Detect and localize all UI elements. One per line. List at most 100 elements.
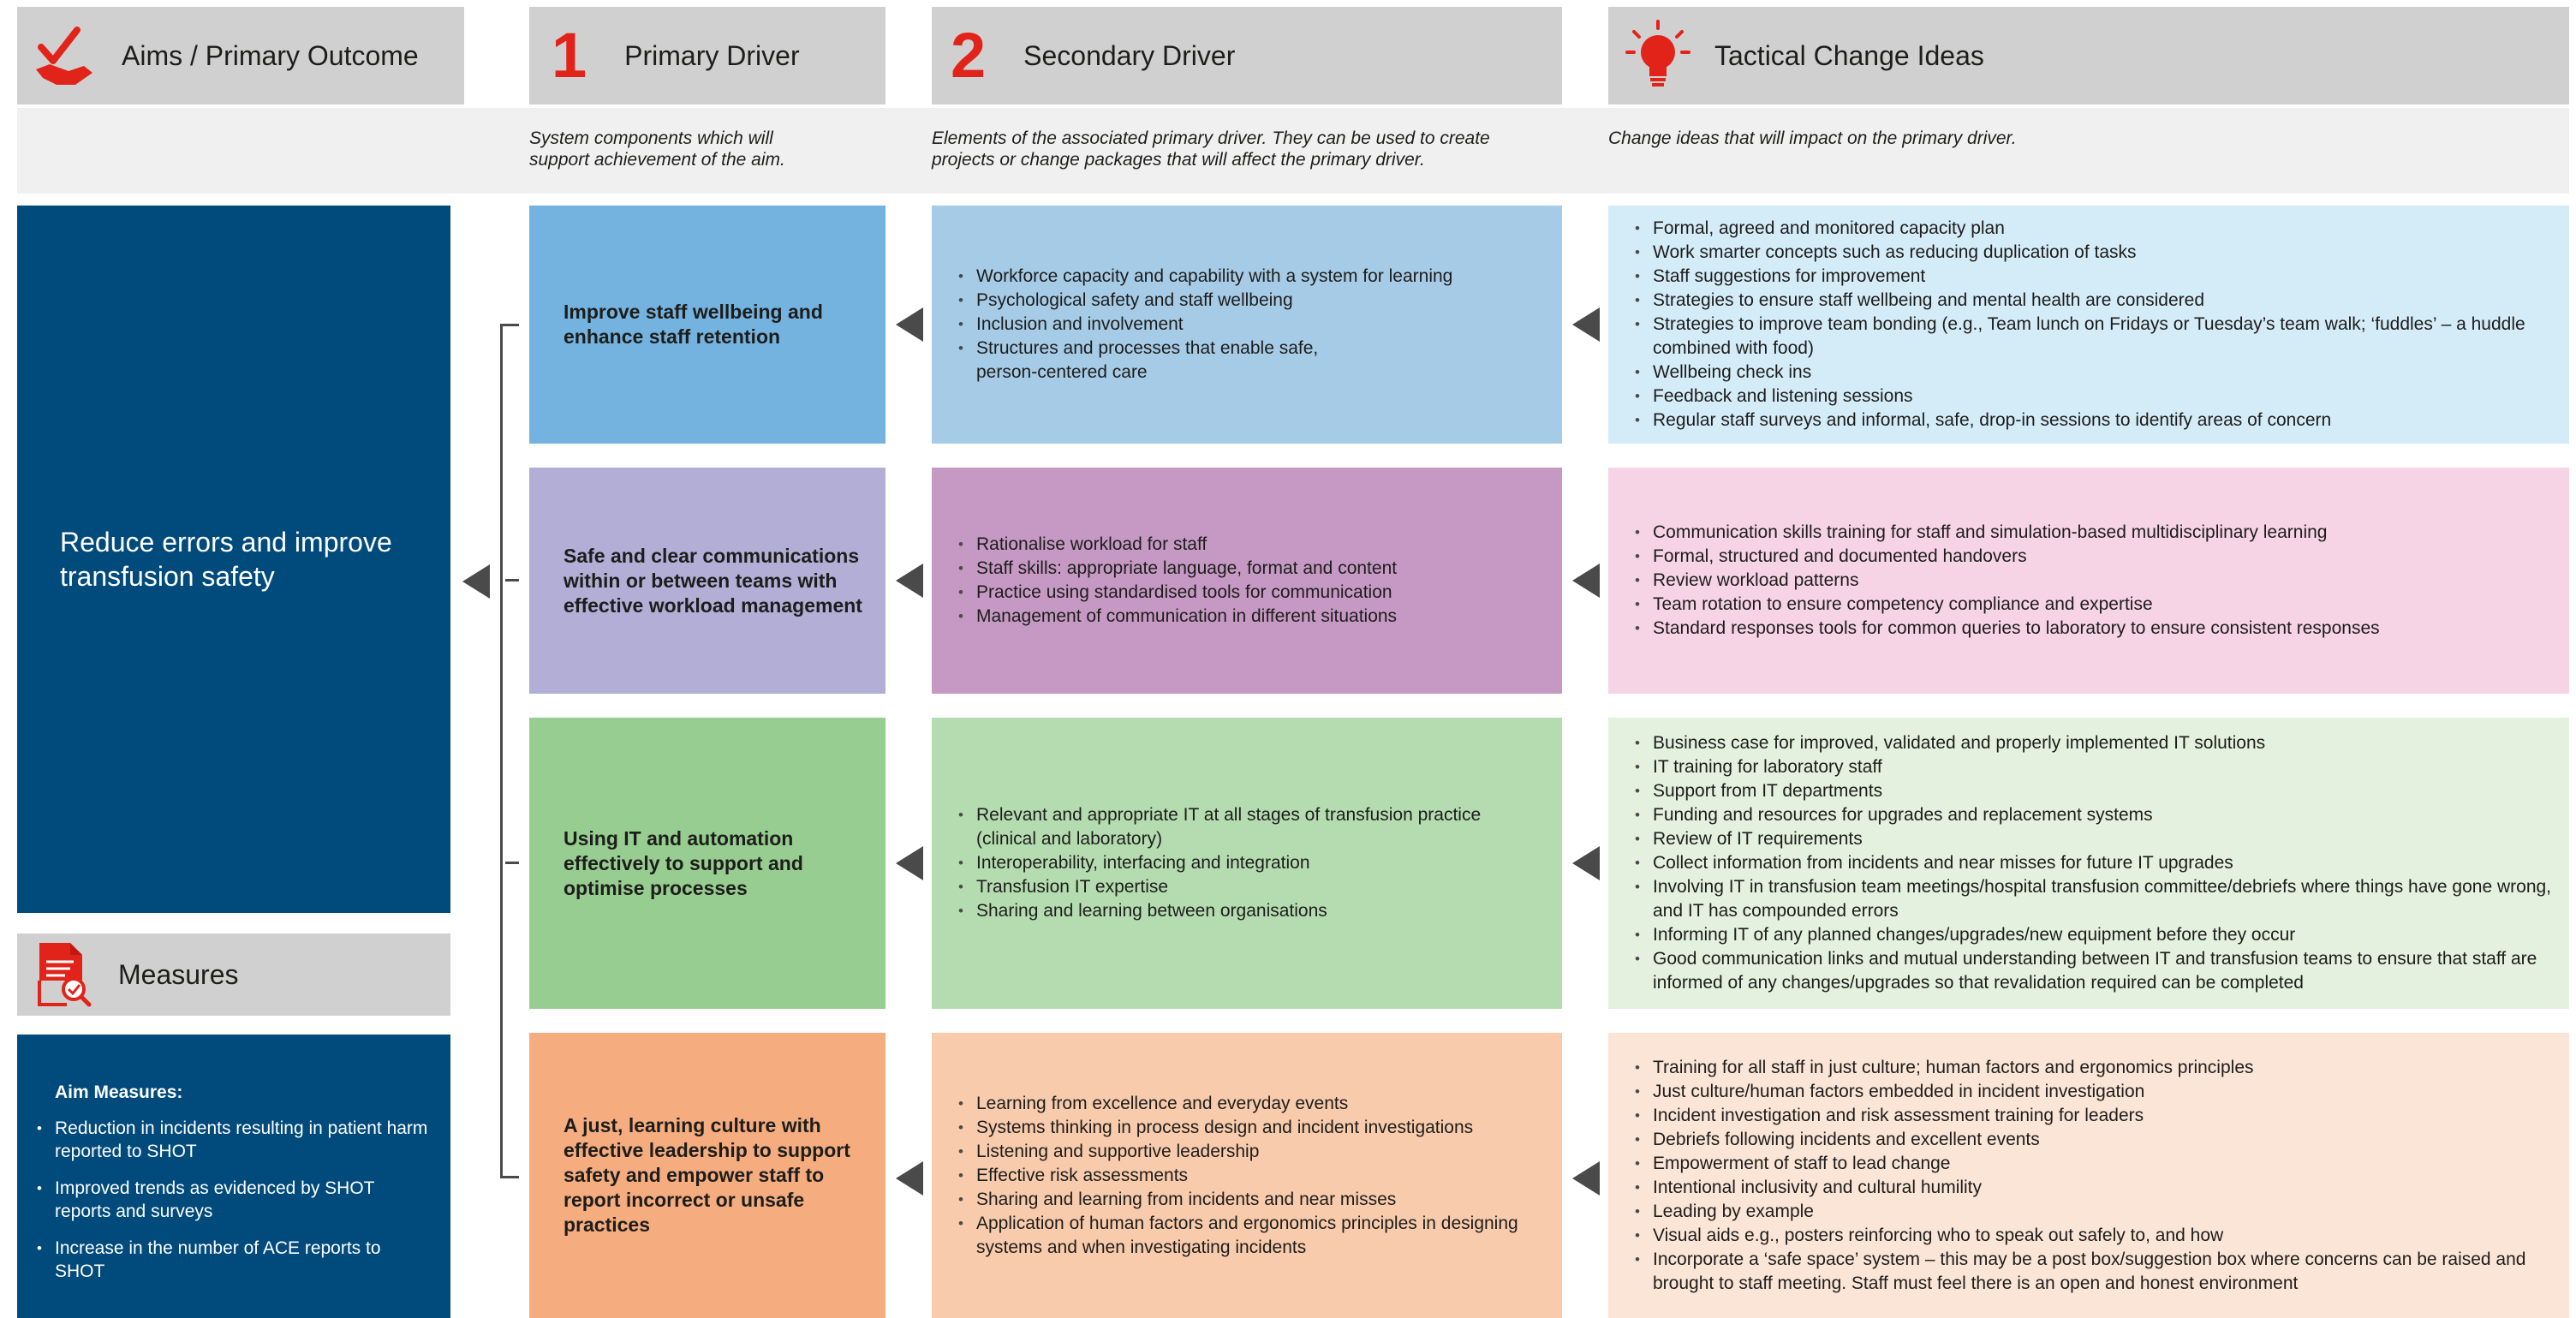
list-item: Psychological safety and staff wellbeing (957, 289, 1452, 313)
header-primary: 1 Primary Driver (529, 7, 886, 104)
measure-item: Increase in the number of ACE reports to… (36, 1237, 430, 1283)
tactical-list: Business case for improved, validated an… (1634, 731, 2552, 995)
list-item: Strategies to improve team bonding (e.g.… (1634, 313, 2552, 361)
primary-driver-3: Using IT and automation effectively to s… (529, 718, 886, 1009)
tactical-header-title: Tactical Change Ideas (1714, 39, 1984, 71)
header-aims: Aims / Primary Outcome (17, 7, 464, 104)
measures-box: Aim Measures: Reduction in incidents res… (17, 1035, 450, 1318)
tactical-ideas-2: Communication skills training for staff … (1608, 468, 2569, 694)
list-item: Incorporate a ‘safe space’ system – this… (1634, 1248, 2552, 1296)
list-item: Debriefs following incidents and excelle… (1634, 1128, 2552, 1152)
primary-driver-label: Improve staff wellbeing and enhance staf… (564, 301, 823, 348)
list-item: Informing IT of any planned changes/upgr… (1634, 923, 2552, 947)
secondary-header-title: Secondary Driver (1023, 39, 1236, 71)
list-item: Involving IT in transfusion team meeting… (1634, 875, 2552, 923)
list-item: Staff suggestions for improvement (1634, 265, 2552, 289)
arrow-left-icon (1572, 1161, 1600, 1196)
list-item: Listening and supportive leadership (957, 1140, 1536, 1164)
list-item: Formal, agreed and monitored capacity pl… (1634, 217, 2552, 241)
header-tactical: Tactical Change Ideas (1608, 7, 2569, 104)
list-item: Just culture/human factors embedded in i… (1634, 1080, 2552, 1104)
secondary-driver-1: Workforce capacity and capability with a… (932, 206, 1562, 444)
list-item: Transfusion IT expertise (957, 875, 1536, 899)
aims-header-title: Aims / Primary Outcome (122, 39, 419, 71)
list-item: Relevant and appropriate IT at all stage… (957, 803, 1536, 851)
secondary-list: Rationalise workload for staff Staff ski… (957, 533, 1397, 629)
primary-driver-label: Using IT and automation effectively to s… (564, 826, 803, 899)
bracket-mid-tick (505, 579, 519, 581)
secondary-list: Learning from excellence and everyday ev… (957, 1092, 1536, 1260)
secondary-description: Elements of the associated primary drive… (932, 128, 1490, 170)
list-item: Visual aids e.g., posters reinforcing wh… (1634, 1224, 2552, 1248)
tactical-ideas-4: Training for all staff in just culture; … (1608, 1033, 2569, 1318)
measure-item: Improved trends as evidenced by SHOT rep… (36, 1177, 430, 1223)
arrow-left-icon (1572, 846, 1600, 880)
list-item: Empowerment of staff to lead change (1634, 1152, 2552, 1176)
measures-header: Measures (17, 933, 450, 1016)
list-item: Leading by example (1634, 1200, 2552, 1224)
list-item: Structures and processes that enable saf… (957, 337, 1379, 385)
hand-check-icon (36, 27, 92, 85)
list-item: Sharing and learning from incidents and … (957, 1188, 1536, 1212)
header-secondary: 2 Secondary Driver (932, 7, 1562, 104)
secondary-list: Relevant and appropriate IT at all stage… (957, 803, 1536, 923)
aim-text: Reduce errors and improve transfusion sa… (60, 527, 392, 592)
aim-measures-list: Reduction in incidents resulting in pati… (36, 1117, 430, 1283)
aim-measures-heading: Aim Measures: (55, 1082, 183, 1102)
arrow-left-icon (1572, 307, 1600, 342)
list-item: IT training for laboratory staff (1634, 755, 2552, 779)
list-item: Intentional inclusivity and cultural hum… (1634, 1176, 2552, 1200)
list-item: Interoperability, interfacing and integr… (957, 851, 1536, 875)
list-item: Rationalise workload for staff (957, 533, 1397, 557)
aim-box: Reduce errors and improve transfusion sa… (17, 206, 450, 913)
primary-driver-label: Safe and clear communications within or … (564, 544, 862, 617)
list-item: Funding and resources for upgrades and r… (1634, 803, 2552, 827)
list-item: Inclusion and involvement (957, 313, 1452, 337)
arrow-left-icon (896, 564, 923, 598)
tactical-description: Change ideas that will impact on the pri… (1608, 128, 2017, 148)
report-search-icon (38, 943, 92, 1007)
list-item: Work smarter concepts such as reducing d… (1634, 241, 2552, 265)
primary-driver-1: Improve staff wellbeing and enhance staf… (529, 206, 886, 444)
bracket-mid-tick (505, 862, 519, 864)
list-item: Workforce capacity and capability with a… (957, 265, 1452, 289)
arrow-left-icon (462, 564, 490, 599)
primary-driver-label: A just, learning culture with effective … (564, 1114, 850, 1236)
list-item: Management of communication in different… (957, 605, 1397, 629)
primary-driver-2: Safe and clear communications within or … (529, 468, 886, 694)
list-item: Team rotation to ensure competency compl… (1634, 593, 2380, 617)
list-item: Feedback and listening sessions (1634, 385, 2552, 409)
list-item: Systems thinking in process design and i… (957, 1116, 1536, 1140)
list-item: Communication skills training for staff … (1634, 521, 2380, 545)
list-item: Support from IT departments (1634, 779, 2552, 803)
primary-description: System components which will support ach… (529, 128, 785, 170)
list-item: Learning from excellence and everyday ev… (957, 1092, 1536, 1116)
secondary-driver-3: Relevant and appropriate IT at all stage… (932, 718, 1562, 1009)
primary-header-title: Primary Driver (624, 39, 800, 71)
list-item: Review of IT requirements (1634, 827, 2552, 851)
secondary-number: 2 (951, 20, 987, 91)
list-item: Formal, structured and documented handov… (1634, 545, 2380, 569)
primary-number: 1 (552, 20, 587, 91)
primary-driver-4: A just, learning culture with effective … (529, 1033, 886, 1318)
list-item: Training for all staff in just culture; … (1634, 1056, 2552, 1080)
list-item: Effective risk assessments (957, 1164, 1536, 1188)
lightbulb-icon (1625, 20, 1690, 86)
list-item: Business case for improved, validated an… (1634, 731, 2552, 755)
list-item: Review workload patterns (1634, 569, 2380, 593)
description-strip (17, 108, 2569, 194)
list-item: Application of human factors and ergonom… (957, 1212, 1536, 1260)
tactical-ideas-3: Business case for improved, validated an… (1608, 718, 2569, 1009)
list-item: Strategies to ensure staff wellbeing and… (1634, 289, 2552, 313)
measure-item: Reduction in incidents resulting in pati… (36, 1117, 430, 1163)
tactical-list: Training for all staff in just culture; … (1634, 1056, 2552, 1296)
list-item: Regular staff surveys and informal, safe… (1634, 409, 2552, 432)
bracket-connector (500, 324, 519, 1178)
tactical-list: Formal, agreed and monitored capacity pl… (1634, 217, 2552, 432)
list-item: Collect information from incidents and n… (1634, 851, 2552, 875)
list-item: Standard responses tools for common quer… (1634, 617, 2380, 641)
secondary-list: Workforce capacity and capability with a… (957, 265, 1452, 385)
list-item: Good communication links and mutual unde… (1634, 947, 2552, 995)
list-item: Practice using standardised tools for co… (957, 581, 1397, 605)
list-item: Wellbeing check ins (1634, 361, 2552, 385)
